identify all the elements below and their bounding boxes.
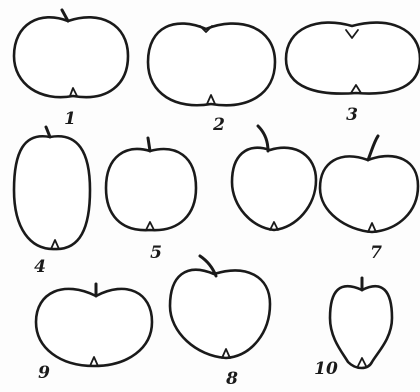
apple-figure-8: 8 [170, 256, 270, 389]
apple-outline [14, 136, 90, 249]
apple-figure-7: 7 [320, 136, 418, 263]
apple-figure-1: 1 [14, 10, 128, 129]
apple-outline [36, 289, 152, 366]
figure-number: 4 [34, 257, 46, 277]
apple-outline [106, 149, 196, 230]
apple-figure-10: 10 [314, 278, 392, 379]
figure-number: 9 [38, 363, 50, 383]
figure-number: 8 [225, 369, 238, 389]
apple-outline [14, 17, 128, 97]
figure-number: 1 [64, 109, 76, 129]
apple-outline [148, 24, 275, 106]
figure-number: 3 [346, 105, 358, 125]
apple-outline [320, 156, 418, 232]
apple-stem [148, 138, 150, 151]
figure-number: 5 [150, 243, 162, 263]
figure-number: 10 [314, 359, 338, 379]
apple-figure-4: 4 [14, 127, 90, 277]
apple-figure-5: 5 [106, 138, 196, 263]
apple-figure-9: 9 [36, 284, 152, 383]
figure-number: 7 [370, 243, 382, 263]
apple-outline [330, 286, 392, 368]
figure-number: 2 [212, 115, 225, 135]
apple-figure-2: 2 [148, 24, 275, 135]
apple-outline [232, 148, 316, 230]
apple-figure-unlabeled [232, 126, 316, 230]
apple-outline [170, 270, 270, 358]
apple-figure-3: 3 [286, 23, 420, 125]
apple-outline [286, 23, 420, 94]
